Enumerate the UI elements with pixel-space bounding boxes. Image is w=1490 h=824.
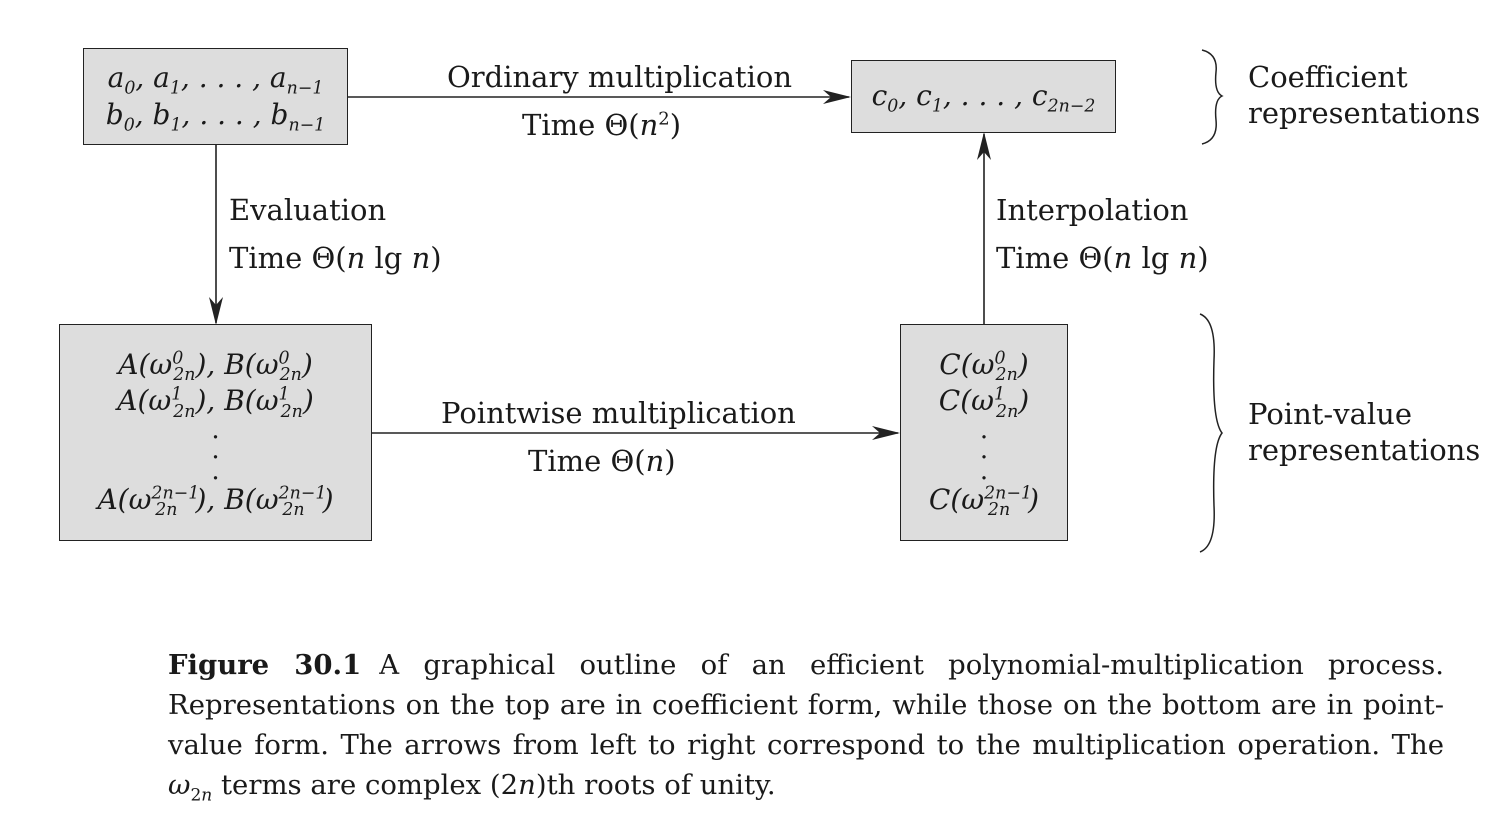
- caption-omega-sub: 2n: [190, 785, 213, 806]
- caption-text-1: A graphical outline of an efficient poly…: [168, 649, 1444, 761]
- pointvalue-c-box: C(ω02n) C(ω12n) ... C(ω2n−12n): [900, 324, 1068, 541]
- evaluation-label: Evaluation: [229, 193, 387, 227]
- pointwise-multiplication-label: Pointwise multiplication: [441, 396, 796, 430]
- b-coefficients-text: b0, b1, . . . , bn−1: [105, 97, 326, 136]
- pointvalue-ab-row-last: A(ω2n−12n), B(ω2n−12n): [97, 482, 334, 521]
- pointvalue-c-row-0: C(ω02n): [939, 347, 1029, 386]
- figure-number: Figure 30.1: [168, 649, 362, 681]
- pointvalue-ab-row-0: A(ω02n), B(ω02n): [118, 347, 313, 386]
- evaluation-time: Time Θ(n lg n): [229, 241, 442, 275]
- interpolation-label: Interpolation: [996, 193, 1189, 227]
- pointvalue-c-row-1: C(ω12n): [938, 384, 1030, 422]
- ordinary-multiplication-label: Ordinary multiplication: [447, 60, 792, 94]
- caption-text-2: terms are complex (2n)th roots of unity.: [212, 769, 776, 801]
- pointvalue-c-row-last: C(ω2n−12n): [928, 482, 1040, 521]
- c-coefficients-text: c0, c1, . . . , c2n−2: [871, 79, 1096, 117]
- pointwise-multiplication-time: Time Θ(n): [528, 444, 676, 478]
- interpolation-time: Time Θ(n lg n): [996, 241, 1209, 275]
- pointvalue-side-label-1: Point-value: [1248, 397, 1412, 431]
- pointvalue-ab-box: A(ω02n), B(ω02n) A(ω12n), B(ω12n) ... A(…: [59, 324, 372, 541]
- a-coefficients-text: a0, a1, . . . , an−1: [107, 61, 324, 99]
- output-coefficients-box: c0, c1, . . . , c2n−2: [851, 60, 1116, 133]
- pointvalue-side-label-2: representations: [1248, 433, 1481, 467]
- coefficient-side-label-2: representations: [1248, 96, 1481, 130]
- pointvalue-ab-vdots: ...: [211, 414, 220, 487]
- coefficient-brace: [1201, 49, 1224, 145]
- pointvalue-ab-row-1: A(ω12n), B(ω12n): [117, 384, 314, 422]
- coefficient-side-label-1: Coefficient: [1248, 60, 1408, 94]
- caption-omega: ω: [168, 769, 191, 801]
- pointvalue-brace: [1199, 313, 1223, 553]
- input-coefficients-box: a0, a1, . . . , an−1 b0, b1, . . . , bn−…: [83, 48, 348, 145]
- ordinary-multiplication-time: Time Θ(n2): [522, 108, 682, 142]
- pointvalue-c-vdots: ...: [979, 414, 989, 487]
